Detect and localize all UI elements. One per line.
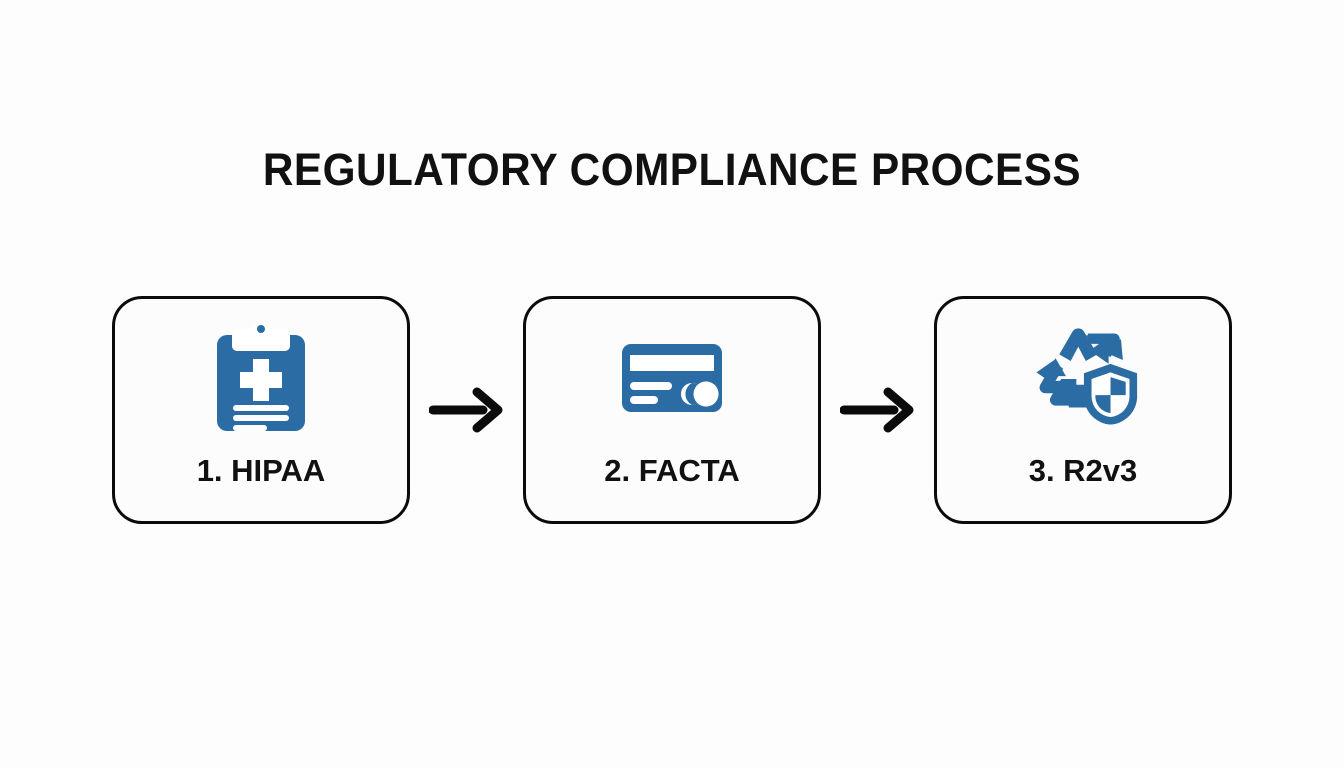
step-label-r2v3: 3. R2v3 [1028, 453, 1138, 488]
arrow-right-icon-2 [822, 375, 934, 445]
process-flow: 1. HIPAA [112, 296, 1232, 524]
arrow-right-icon-1 [411, 375, 523, 445]
step-card-hipaa[interactable]: 1. HIPAA [112, 296, 410, 524]
step-card-facta[interactable]: 2. FACTA [523, 296, 821, 524]
step-label-hipaa: 1. HIPAA [196, 453, 326, 488]
page-title: REGULATORY COMPLIANCE PROCESS [262, 144, 1082, 195]
medical-clipboard-icon [205, 323, 317, 435]
recycle-shield-icon [1027, 323, 1139, 435]
credit-card-icon [616, 323, 728, 435]
step-label-facta: 2. FACTA [604, 453, 740, 488]
step-card-r2v3[interactable]: 3. R2v3 [934, 296, 1232, 524]
